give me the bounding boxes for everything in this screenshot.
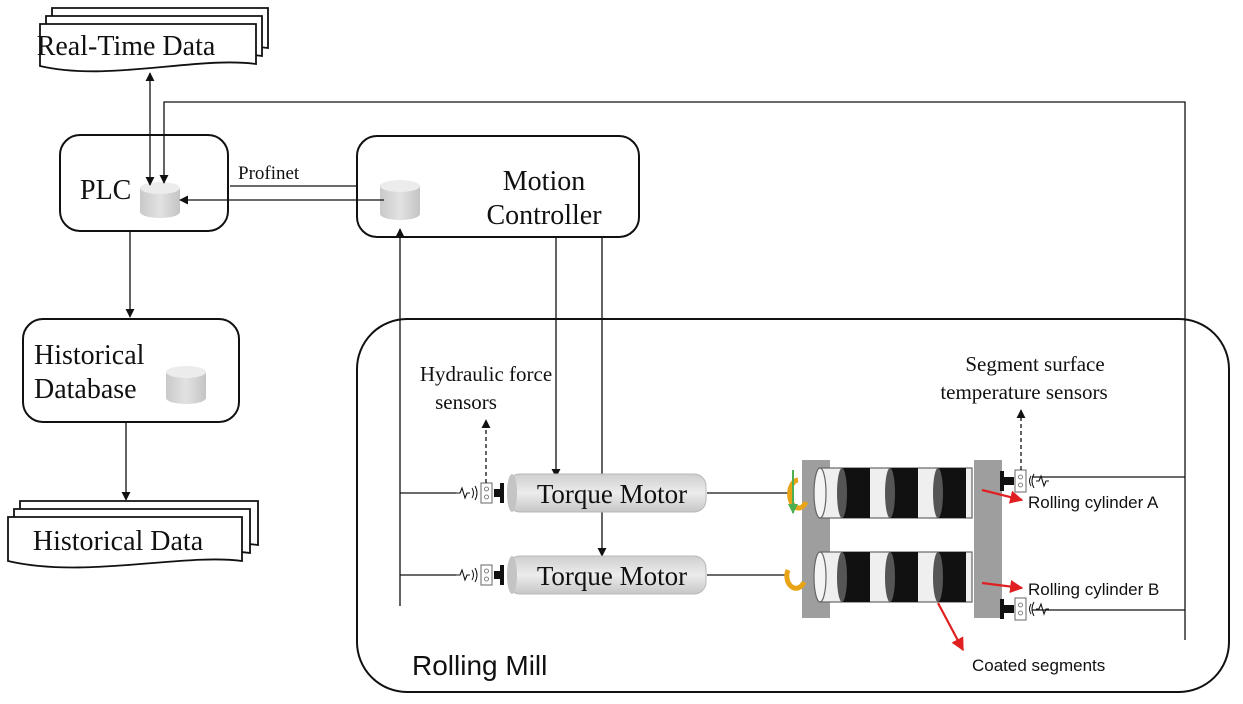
right-frame bbox=[974, 460, 1002, 618]
plc-label: PLC bbox=[80, 175, 131, 206]
coated-segments-pointer bbox=[937, 602, 964, 652]
rolling-cylinder-b-label: Rolling cylinder B bbox=[1028, 580, 1159, 599]
motion-controller-label-line2: Controller bbox=[486, 200, 602, 231]
rolling-mill-label: Rolling Mill bbox=[412, 650, 547, 681]
hydraulic-sensors-label-line1: Hydraulic force bbox=[420, 362, 552, 386]
hydraulic-sensor-a-icon bbox=[456, 482, 504, 504]
historical-data-label: Historical Data bbox=[33, 526, 204, 557]
rotation-arrow-b-icon bbox=[784, 569, 807, 591]
cylinder-b-pointer bbox=[981, 579, 1024, 594]
temperature-sensors-label-line2: temperature sensors bbox=[940, 380, 1107, 404]
profinet-label: Profinet bbox=[238, 163, 300, 184]
rolling-cylinder-b bbox=[813, 551, 973, 603]
motion-controller-database-icon bbox=[380, 180, 420, 220]
rolling-mill-stand bbox=[784, 460, 1002, 618]
temperature-sensors-label-line1: Segment surface bbox=[965, 352, 1104, 376]
connections: Profinet bbox=[121, 72, 1186, 640]
torque-motor-a: Torque Motor bbox=[507, 473, 707, 513]
historical-database-label-line2: Database bbox=[34, 374, 137, 405]
torque-motor-b: Torque Motor bbox=[507, 555, 707, 595]
torque-motor-a-label: Torque Motor bbox=[537, 479, 687, 509]
plc-box bbox=[59, 134, 229, 232]
rolling-cylinder-a-label: Rolling cylinder A bbox=[1028, 493, 1159, 512]
hydraulic-sensors-label-line2: sensors bbox=[435, 390, 497, 414]
historical-database-label-line1: Historical bbox=[34, 340, 145, 371]
torque-motor-b-label: Torque Motor bbox=[537, 561, 687, 591]
realtime-data-document: Real-Time Data bbox=[37, 7, 269, 73]
cylinder-a-pointer bbox=[981, 488, 1024, 504]
historical-data-document: Historical Data bbox=[7, 500, 259, 569]
motion-controller-label-line1: Motion bbox=[503, 166, 585, 197]
realtime-data-label: Real-Time Data bbox=[37, 31, 216, 62]
temperature-sensor-b-icon bbox=[1000, 597, 1049, 621]
historical-database-icon bbox=[166, 366, 206, 404]
coated-segments-label: Coated segments bbox=[972, 656, 1105, 675]
rolling-cylinder-a bbox=[813, 467, 973, 519]
sensor-feedback-line bbox=[159, 101, 1186, 477]
hydraulic-sensor-b-icon bbox=[456, 564, 504, 586]
plc-database-icon bbox=[140, 182, 180, 218]
